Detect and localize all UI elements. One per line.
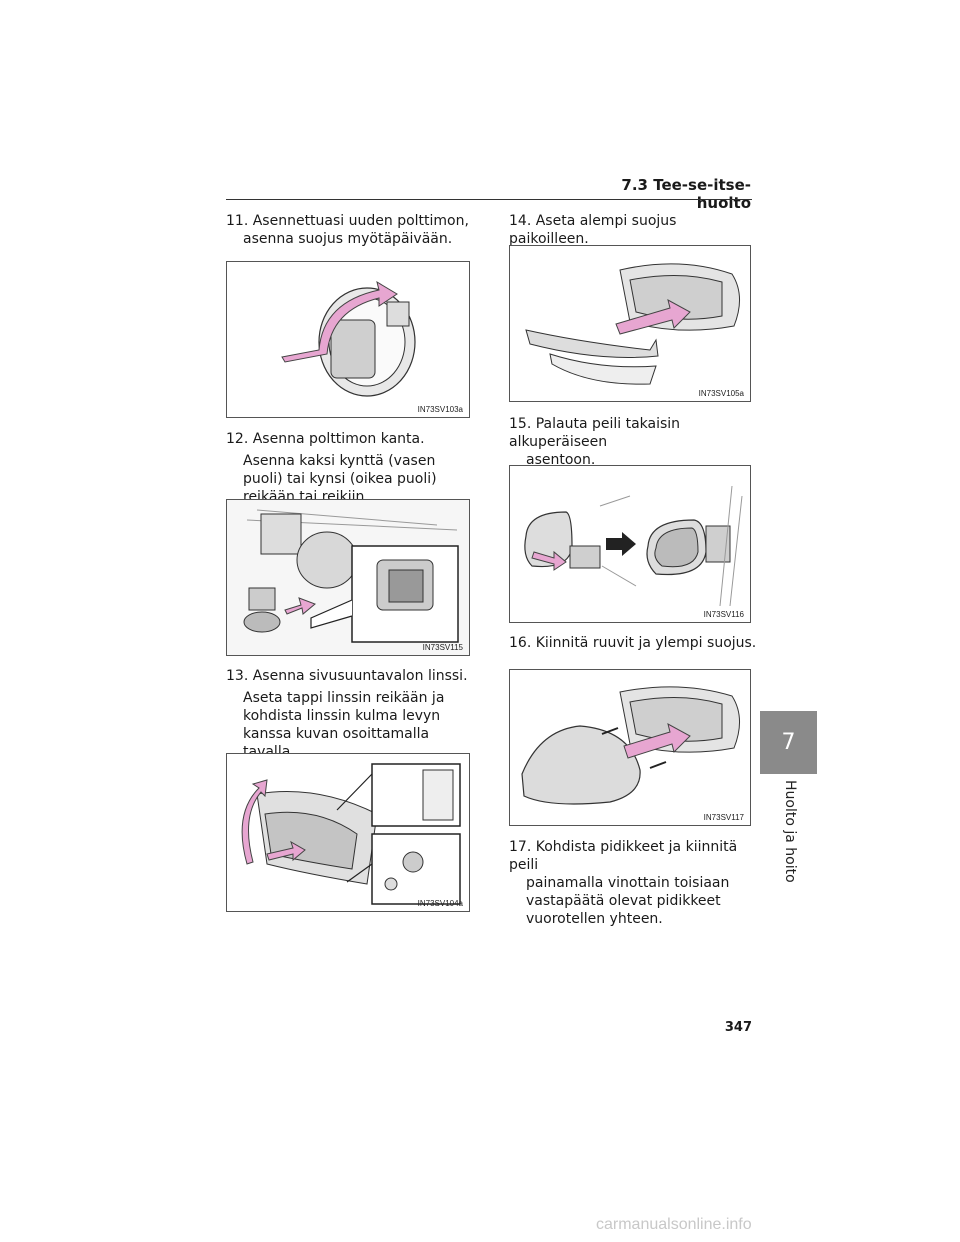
step-text-cont: vastapäätä olevat pidikkeet [526, 893, 721, 909]
figure-mirror-position: IN73SV116 [509, 465, 751, 623]
step-12: 12. Asenna polttimon kanta. Asenna kaksi… [226, 430, 476, 506]
step-number: 16. [509, 635, 532, 651]
step-number: 17. [509, 839, 532, 855]
step-text: Aseta alempi suojus paikoilleen. [509, 213, 677, 247]
step-text: Asenna polttimon kanta. [252, 431, 425, 447]
header-rule [226, 199, 752, 200]
step-detail: Asenna kaksi kynttä (vasen puoli) tai ky… [243, 453, 437, 505]
step-text-cont: vuorotellen yhteen. [526, 911, 663, 927]
figure-code: IN73SV103a [417, 405, 463, 414]
step-detail: Aseta tappi linssin reikään ja kohdista … [243, 690, 445, 760]
figure-code: IN73SV115 [422, 643, 463, 652]
step-14: 14. Aseta alempi suojus paikoilleen. [509, 212, 759, 248]
chapter-tab: 7 [760, 711, 817, 774]
step-number: 12. [226, 431, 249, 447]
step-text: Asennettuasi uuden polttimon, [252, 213, 469, 229]
figure-code: IN73SV105a [698, 389, 744, 398]
step-text: Asenna sivusuuntavalon linssi. [252, 668, 468, 684]
step-13: 13. Asenna sivusuuntavalon linssi. Aseta… [226, 667, 476, 761]
step-text-cont: painamalla vinottain toisiaan [526, 875, 730, 891]
page-number: 347 [724, 1020, 752, 1035]
step-text: Palauta peili takaisin alkuperäiseen [509, 416, 681, 450]
step-text-cont: asenna suojus myötäpäivään. [243, 231, 453, 247]
section-header: 7.3 Tee-se-itse-huolto [621, 176, 751, 212]
step-11: 11. Asennettuasi uuden polttimon, asenna… [226, 212, 476, 248]
figure-bulb-socket: IN73SV115 [226, 499, 470, 656]
figure-code: IN73SV116 [703, 610, 744, 619]
figure-side-lens: IN73SV104a [226, 753, 470, 912]
figure-lower-cover: IN73SV105a [509, 245, 751, 402]
figure-screws-cover: IN73SV117 [509, 669, 751, 826]
figure-code: IN73SV117 [703, 813, 744, 822]
step-15: 15. Palauta peili takaisin alkuperäiseen… [509, 415, 759, 469]
chapter-title: Huolto ja hoito [782, 780, 798, 883]
figure-code: IN73SV104a [417, 899, 463, 908]
step-number: 15. [509, 416, 532, 432]
step-16: 16. Kiinnitä ruuvit ja ylempi suojus. [509, 634, 759, 652]
step-text-cont: asentoon. [526, 452, 596, 468]
step-number: 11. [226, 213, 249, 229]
step-text: Kiinnitä ruuvit ja ylempi suojus. [535, 635, 757, 651]
step-number: 13. [226, 668, 249, 684]
figure-bulb-cover: IN73SV103a [226, 261, 470, 418]
chapter-number: 7 [781, 730, 796, 755]
step-number: 14. [509, 213, 532, 229]
step-17: 17. Kohdista pidikkeet ja kiinnitä peili… [509, 838, 769, 928]
step-text: Kohdista pidikkeet ja kiinnitä peili [509, 839, 738, 873]
footer-watermark: carmanualsonline.info [596, 1216, 752, 1233]
